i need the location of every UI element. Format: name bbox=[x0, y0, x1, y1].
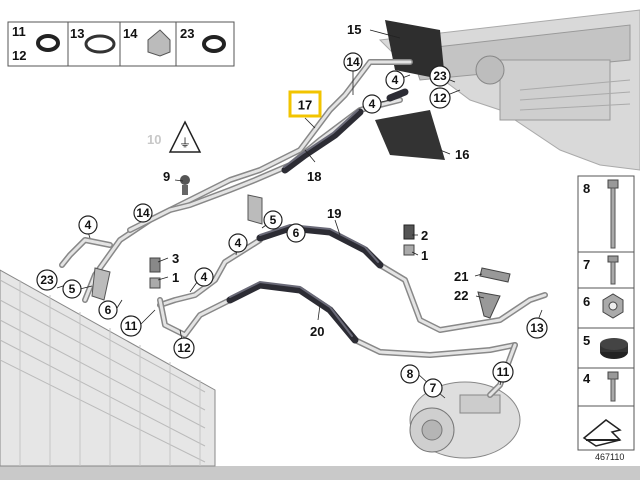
callout-7: 7 bbox=[430, 381, 437, 395]
legend-num-14: 14 bbox=[123, 26, 138, 41]
side-legend: 8 7 6 5 4 bbox=[577, 175, 635, 451]
callout-14b: 14 bbox=[136, 206, 150, 220]
callout-4a: 4 bbox=[392, 73, 399, 87]
fittings bbox=[91, 175, 511, 319]
bottom-bar bbox=[0, 466, 640, 480]
diagram-number: 467110 bbox=[595, 452, 624, 462]
callout-4b: 4 bbox=[369, 97, 376, 111]
callout-4d: 4 bbox=[235, 236, 242, 250]
refrigerant-lines bbox=[59, 59, 548, 398]
o-ring-small-icon bbox=[36, 34, 60, 52]
bracket-16 bbox=[375, 110, 445, 160]
label-15: 15 bbox=[347, 22, 361, 37]
o-ring-large-icon bbox=[84, 34, 116, 54]
grommet-icon bbox=[600, 338, 628, 359]
label-3: 3 bbox=[172, 251, 179, 266]
legend-top: 11 12 13 14 23 bbox=[7, 21, 235, 67]
label-19: 19 bbox=[327, 206, 341, 221]
callout-12b: 12 bbox=[177, 341, 191, 355]
callout-4c: 4 bbox=[85, 218, 92, 232]
label-18: 18 bbox=[307, 169, 321, 184]
callout-23a: 23 bbox=[433, 69, 447, 83]
callout-11a: 11 bbox=[125, 319, 138, 333]
screw-icon bbox=[607, 371, 619, 402]
seal-ring-icon bbox=[202, 35, 226, 53]
long-bolt-icon bbox=[607, 179, 619, 249]
callout-6b: 6 bbox=[105, 303, 112, 317]
label-9: 9 bbox=[163, 169, 170, 184]
compressor bbox=[409, 381, 521, 459]
short-bolt-icon bbox=[607, 255, 619, 285]
label-16: 16 bbox=[455, 147, 469, 162]
warning-icon: ⏚ bbox=[168, 120, 202, 153]
callout-23b: 23 bbox=[40, 273, 54, 287]
callout-4e: 4 bbox=[201, 270, 208, 284]
clip-icon bbox=[147, 29, 171, 57]
label-10: 10 bbox=[147, 132, 161, 147]
label-2: 2 bbox=[421, 228, 428, 243]
legend-num-12: 12 bbox=[12, 48, 26, 63]
callout-11b: 11 bbox=[497, 365, 510, 379]
label-20: 20 bbox=[310, 324, 324, 339]
label-1a: 1 bbox=[421, 248, 428, 263]
label-21: 21 bbox=[454, 269, 468, 284]
svg-text:⏚: ⏚ bbox=[179, 136, 191, 150]
side-legend-6: 6 bbox=[583, 294, 590, 309]
callout-5b: 5 bbox=[69, 282, 76, 296]
side-legend-7: 7 bbox=[583, 257, 590, 272]
label-17: 17 bbox=[298, 98, 312, 113]
side-legend-8: 8 bbox=[583, 181, 590, 196]
hvac-housing bbox=[378, 9, 640, 171]
callout-12a: 12 bbox=[433, 91, 447, 105]
callout-14a: 14 bbox=[346, 55, 360, 69]
label-1b: 1 bbox=[172, 270, 179, 285]
label-22: 22 bbox=[454, 288, 468, 303]
callout-6a: 6 bbox=[293, 226, 300, 240]
highlight-box-17 bbox=[288, 90, 322, 118]
side-legend-5: 5 bbox=[583, 333, 590, 348]
callouts: 14 4 23 12 4 4 14 5 6 4 23 5 6 11 4 12 1… bbox=[36, 52, 548, 398]
callout-5a: 5 bbox=[270, 213, 277, 227]
legend-num-23: 23 bbox=[180, 26, 194, 41]
legend-num-11: 11 bbox=[12, 24, 26, 39]
legend-num-13: 13 bbox=[70, 26, 84, 41]
side-legend-4: 4 bbox=[583, 371, 591, 386]
nut-icon bbox=[602, 293, 624, 319]
callout-8: 8 bbox=[407, 367, 414, 381]
callout-13: 13 bbox=[530, 321, 544, 335]
hoses bbox=[226, 88, 409, 344]
direction-arrow-icon bbox=[582, 419, 622, 447]
condenser bbox=[0, 269, 216, 467]
